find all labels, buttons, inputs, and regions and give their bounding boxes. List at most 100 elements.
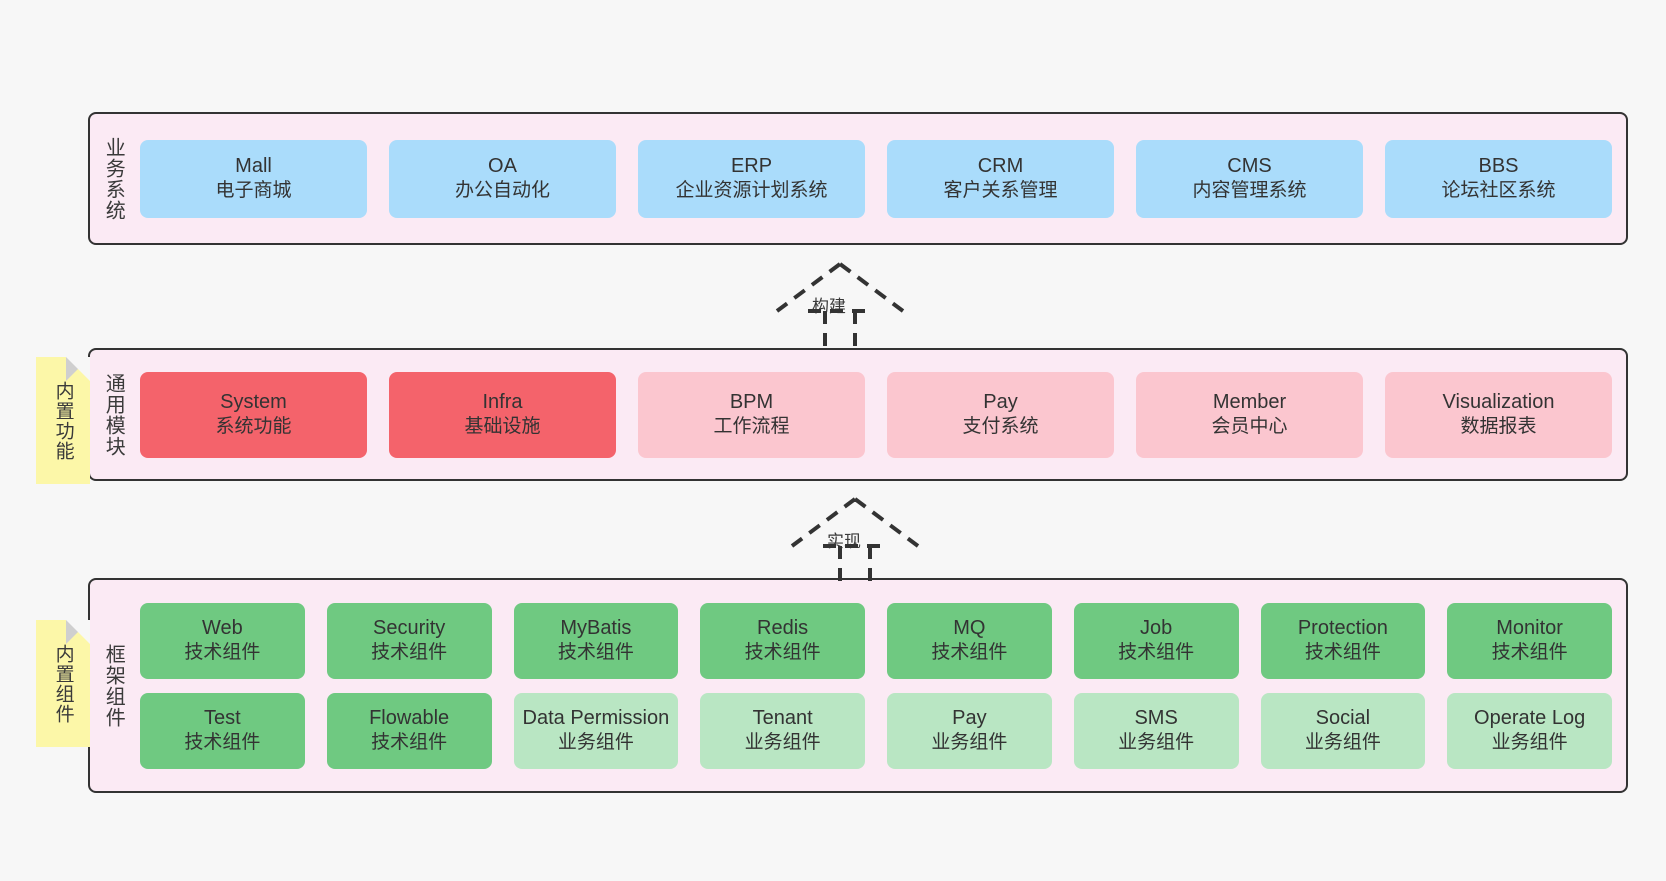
card-sms-subtitle: 业务组件	[1118, 732, 1195, 754]
card-flowable-subtitle: 技术组件	[371, 732, 448, 754]
card-operate-log-title: Operate Log	[1474, 706, 1586, 729]
card-web-subtitle: 技术组件	[184, 642, 261, 664]
card-web-title: Web	[201, 616, 243, 639]
card-mq[interactable]: MQ 技术组件	[887, 602, 1052, 679]
card-member[interactable]: Member 会员中心	[1136, 371, 1363, 458]
card-monitor-subtitle: 技术组件	[1491, 642, 1568, 664]
card-mq-title: MQ	[953, 616, 986, 639]
card-erp[interactable]: ERP 企业资源计划系统	[638, 139, 865, 218]
card-sms-title: SMS	[1134, 706, 1178, 729]
card-mybatis[interactable]: MyBatis 技术组件	[513, 602, 679, 679]
card-monitor[interactable]: Monitor 技术组件	[1447, 602, 1612, 679]
card-redis-title: Redis	[757, 616, 809, 639]
card-redis[interactable]: Redis 技术组件	[700, 602, 865, 679]
card-web[interactable]: Web 技术组件	[140, 602, 305, 679]
card-mq-subtitle: 技术组件	[931, 642, 1008, 664]
card-bbs-subtitle: 论坛社区系统	[1441, 180, 1556, 202]
card-system-title: System	[220, 390, 287, 413]
card-pay-component[interactable]: Pay 业务组件	[887, 692, 1052, 769]
framework-business-row: Test 技术组件 Flowable 技术组件 Data Permission …	[140, 692, 1612, 769]
sticky-note-builtin-features: 内置功能	[36, 357, 90, 484]
card-pay-module-title: Pay	[983, 390, 1018, 413]
card-job-title: Job	[1140, 616, 1173, 639]
layer-business-systems-body: Mall 电子商城 OA 办公自动化 ERP 企业资源计划系统 CRM 客户关系…	[136, 114, 1626, 243]
card-oa[interactable]: OA 办公自动化	[389, 139, 616, 218]
card-bbs-title: BBS	[1478, 154, 1519, 177]
card-social-title: Social	[1315, 706, 1371, 729]
sticky-note-builtin-components-text: 内置组件	[52, 643, 74, 724]
card-social[interactable]: Social 业务组件	[1260, 692, 1426, 769]
card-oa-title: OA	[488, 154, 517, 177]
card-mall[interactable]: Mall 电子商城	[140, 139, 367, 218]
card-pay-module[interactable]: Pay 支付系统	[887, 371, 1114, 458]
sticky-note-builtin-features-text: 内置功能	[52, 380, 74, 461]
modules-card-row: System 系统功能 Infra 基础设施 BPM 工作流程 Pay 支付系统…	[140, 371, 1612, 458]
layer-framework-components-body: Web 技术组件 Security 技术组件 MyBatis 技术组件 Redi…	[136, 580, 1626, 791]
business-card-row: Mall 电子商城 OA 办公自动化 ERP 企业资源计划系统 CRM 客户关系…	[140, 139, 1612, 218]
card-infra-title: Infra	[482, 390, 523, 413]
sticky-note-builtin-components: 内置组件	[36, 620, 90, 747]
card-pay-component-subtitle: 业务组件	[931, 732, 1008, 754]
framework-tech-row: Web 技术组件 Security 技术组件 MyBatis 技术组件 Redi…	[140, 602, 1612, 679]
card-system[interactable]: System 系统功能	[140, 371, 367, 458]
card-security-title: Security	[373, 616, 446, 639]
card-crm-subtitle: 客户关系管理	[943, 180, 1058, 202]
card-visualization-title: Visualization	[1442, 390, 1555, 413]
card-tenant-title: Tenant	[752, 706, 813, 729]
card-job-subtitle: 技术组件	[1118, 642, 1195, 664]
card-job[interactable]: Job 技术组件	[1073, 602, 1239, 679]
card-cms-title: CMS	[1227, 154, 1272, 177]
card-oa-subtitle: 办公自动化	[454, 180, 550, 202]
card-mybatis-subtitle: 技术组件	[557, 642, 634, 664]
card-flowable-title: Flowable	[369, 706, 450, 729]
card-bbs[interactable]: BBS 论坛社区系统	[1385, 139, 1612, 218]
card-crm-title: CRM	[977, 154, 1024, 177]
layer-common-modules-title: 通用模块	[102, 372, 125, 457]
card-protection-subtitle: 技术组件	[1304, 642, 1381, 664]
card-pay-component-title: Pay	[952, 706, 987, 729]
card-infra[interactable]: Infra 基础设施	[389, 371, 616, 458]
card-redis-subtitle: 技术组件	[744, 642, 821, 664]
card-tenant[interactable]: Tenant 业务组件	[700, 692, 865, 769]
card-bpm-title: BPM	[729, 390, 774, 413]
card-cms[interactable]: CMS 内容管理系统	[1136, 139, 1363, 218]
card-pay-module-subtitle: 支付系统	[962, 416, 1039, 438]
card-bpm[interactable]: BPM 工作流程	[638, 371, 865, 458]
card-tenant-subtitle: 业务组件	[744, 732, 821, 754]
card-erp-title: ERP	[730, 154, 773, 177]
card-infra-subtitle: 基础设施	[464, 416, 541, 438]
card-protection[interactable]: Protection 技术组件	[1260, 602, 1426, 679]
card-cms-subtitle: 内容管理系统	[1192, 180, 1307, 202]
card-visualization[interactable]: Visualization 数据报表	[1385, 371, 1612, 458]
layer-framework-components: 框架组件 Web 技术组件 Security 技术组件 MyBatis 技术组件…	[88, 578, 1628, 793]
card-security-subtitle: 技术组件	[371, 642, 448, 664]
layer-business-systems: 业务系统 Mall 电子商城 OA 办公自动化 ERP 企业资源计划系统 CRM…	[88, 112, 1628, 245]
card-test[interactable]: Test 技术组件	[140, 692, 305, 769]
connector-build-arrow	[775, 262, 905, 348]
card-data-permission[interactable]: Data Permission 业务组件	[513, 692, 679, 769]
layer-business-systems-title: 业务系统	[102, 136, 125, 221]
layer-common-modules-body: System 系统功能 Infra 基础设施 BPM 工作流程 Pay 支付系统…	[136, 350, 1626, 479]
card-operate-log-subtitle: 业务组件	[1491, 732, 1568, 754]
card-member-title: Member	[1212, 390, 1287, 413]
card-test-title: Test	[204, 706, 241, 729]
card-mall-title: Mall	[235, 154, 272, 177]
layer-framework-components-title: 框架组件	[102, 643, 125, 728]
card-data-permission-subtitle: 业务组件	[557, 732, 634, 754]
card-security[interactable]: Security 技术组件	[326, 602, 492, 679]
card-erp-subtitle: 企业资源计划系统	[675, 180, 828, 202]
card-data-permission-title: Data Permission	[522, 706, 670, 729]
card-mall-subtitle: 电子商城	[215, 180, 292, 202]
card-operate-log[interactable]: Operate Log 业务组件	[1447, 692, 1612, 769]
layer-common-modules: 通用模块 System 系统功能 Infra 基础设施 BPM 工作流程 Pay…	[88, 348, 1628, 481]
card-social-subtitle: 业务组件	[1304, 732, 1381, 754]
connector-implement-arrow	[790, 497, 920, 583]
card-bpm-subtitle: 工作流程	[713, 416, 790, 438]
card-flowable[interactable]: Flowable 技术组件	[326, 692, 492, 769]
card-sms[interactable]: SMS 业务组件	[1073, 692, 1239, 769]
card-crm[interactable]: CRM 客户关系管理	[887, 139, 1114, 218]
card-visualization-subtitle: 数据报表	[1460, 416, 1537, 438]
card-test-subtitle: 技术组件	[184, 732, 261, 754]
card-protection-title: Protection	[1297, 616, 1388, 639]
